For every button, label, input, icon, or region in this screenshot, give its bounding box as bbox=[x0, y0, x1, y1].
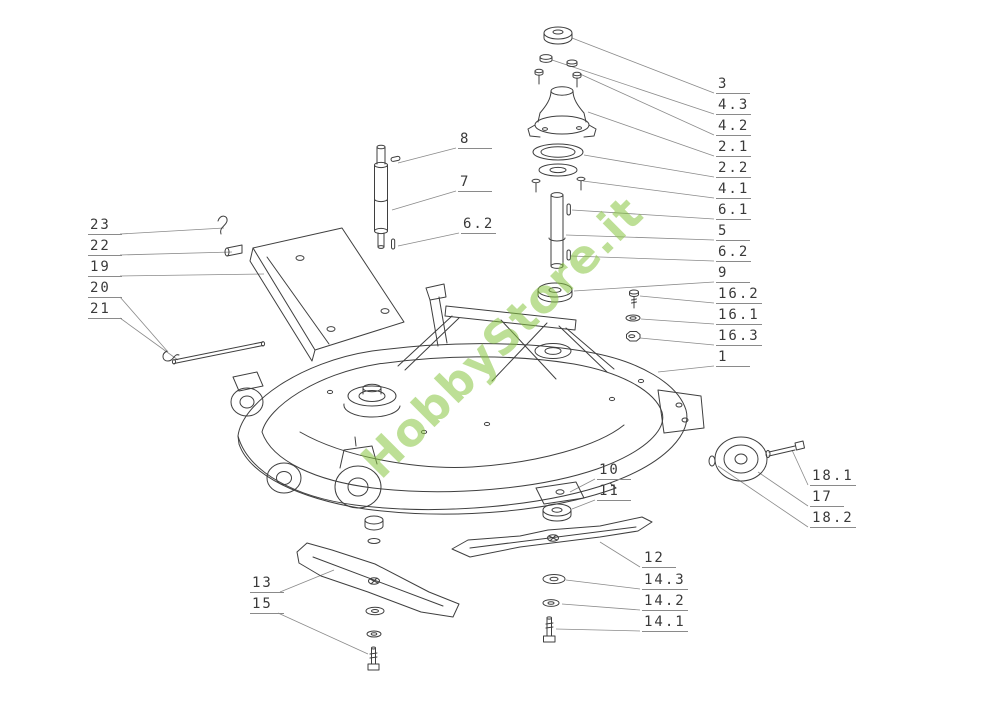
part-label-16-3: 16.3 bbox=[716, 328, 762, 346]
part-label-3: 3 bbox=[716, 76, 750, 94]
part-label-8: 8 bbox=[458, 131, 492, 149]
part-label-23: 23 bbox=[88, 217, 122, 235]
spindle-assembly bbox=[527, 26, 597, 303]
part-label-13: 13 bbox=[250, 575, 284, 593]
part-label-20: 20 bbox=[88, 280, 122, 298]
part-label-6-2-a: 6.2 bbox=[716, 244, 752, 262]
deck-wheels bbox=[230, 371, 382, 509]
blade-13 bbox=[296, 515, 460, 618]
part-label-14-2: 14.2 bbox=[642, 593, 688, 611]
hardware-stack-16 bbox=[625, 289, 641, 342]
part-label-12: 12 bbox=[642, 550, 676, 568]
part-label-4-2: 4.2 bbox=[716, 118, 752, 136]
lift-rod-20-21 bbox=[162, 341, 266, 365]
part-label-7: 7 bbox=[458, 174, 492, 192]
blade-hardware-15 bbox=[365, 606, 385, 671]
part-label-19: 19 bbox=[88, 259, 122, 277]
part-label-10: 10 bbox=[597, 462, 631, 480]
part-label-18-1: 18.1 bbox=[810, 468, 856, 486]
shaft-7-8 bbox=[374, 144, 401, 250]
deck-body bbox=[237, 283, 705, 515]
blade-hardware-14 bbox=[542, 574, 566, 643]
part-label-2-1: 2.1 bbox=[716, 139, 752, 157]
part-label-17: 17 bbox=[810, 489, 844, 507]
part-label-9: 9 bbox=[716, 265, 750, 283]
part-label-18-2: 18.2 bbox=[810, 510, 856, 528]
part-label-2-2: 2.2 bbox=[716, 160, 752, 178]
blade-12 bbox=[451, 516, 653, 558]
part-label-21: 21 bbox=[88, 301, 122, 319]
part-label-5: 5 bbox=[716, 223, 750, 241]
leader-lines bbox=[119, 37, 809, 655]
gauge-wheel-17 bbox=[708, 436, 805, 482]
bracket-plate-19 bbox=[217, 215, 405, 362]
part-label-4-3: 4.3 bbox=[716, 97, 752, 115]
part-label-6-1: 6.1 bbox=[716, 202, 752, 220]
part-label-4-1: 4.1 bbox=[716, 181, 752, 199]
part-label-16-1: 16.1 bbox=[716, 307, 762, 325]
part-label-16-2: 16.2 bbox=[716, 286, 762, 304]
hub-10-11 bbox=[535, 481, 585, 522]
part-label-6-2-b: 6.2 bbox=[461, 216, 497, 234]
part-label-1: 1 bbox=[716, 349, 750, 367]
part-label-11: 11 bbox=[597, 483, 631, 501]
part-label-15: 15 bbox=[250, 596, 284, 614]
part-label-14-3: 14.3 bbox=[642, 572, 688, 590]
part-label-22: 22 bbox=[88, 238, 122, 256]
part-label-14-1: 14.1 bbox=[642, 614, 688, 632]
